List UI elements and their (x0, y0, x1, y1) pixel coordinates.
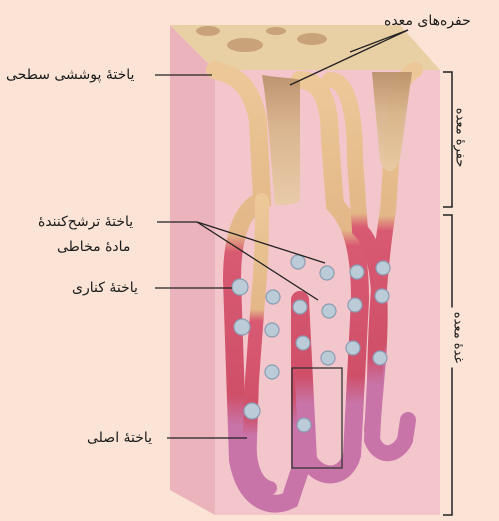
parietal-cell (321, 351, 335, 365)
parietal-cell (296, 336, 310, 350)
tissue-block-side (170, 25, 215, 515)
parietal-cell (322, 304, 336, 318)
parietal-cell (291, 255, 305, 269)
parietal-cell (234, 319, 250, 335)
parietal-cell (232, 279, 248, 295)
parietal-cell (346, 341, 360, 355)
parietal-cell (320, 266, 334, 280)
label-gastric-gland: غدهٔ معده (451, 308, 466, 368)
parietal-cell (376, 261, 390, 275)
label-chief-cell: یاختهٔ اصلی (87, 429, 152, 447)
bracket-gastric-pit (443, 72, 452, 207)
label-gastric-pit: حفرهٔ معده (453, 108, 468, 168)
label-pits: حفره‌های معده (384, 12, 471, 30)
label-parietal-cell: یاختهٔ کناری (72, 279, 138, 297)
parietal-cell (375, 289, 389, 303)
pit-opening (266, 27, 286, 35)
parietal-cell (265, 365, 279, 379)
label-mucus-cell-line2: مادهٔ مخاطی (57, 238, 130, 256)
pit-opening (297, 33, 327, 45)
label-surface-cell: یاختهٔ پوششی سطحی (6, 66, 134, 84)
parietal-cell (265, 323, 279, 337)
parietal-cell (297, 418, 311, 432)
parietal-cell (350, 265, 364, 279)
parietal-cell (373, 351, 387, 365)
parietal-cell (348, 298, 362, 312)
pit-opening (196, 26, 220, 36)
parietal-cell (244, 403, 260, 419)
pit-opening (227, 38, 263, 52)
label-mucus-cell-line1: یاختهٔ ترشح‌کنندهٔ (38, 213, 133, 231)
parietal-cell (266, 290, 280, 304)
parietal-cell (293, 300, 307, 314)
